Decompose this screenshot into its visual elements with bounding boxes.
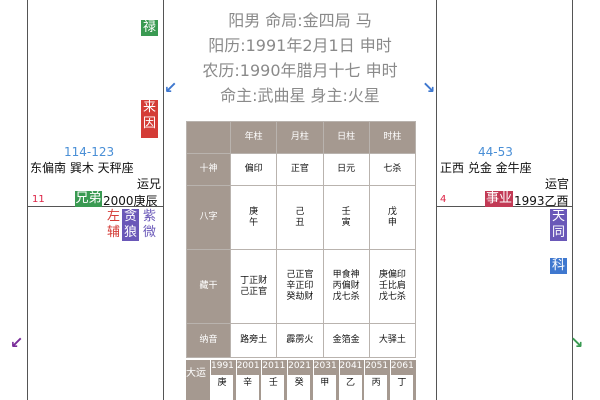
chart-cell: 偏印 — [229, 153, 278, 186]
gender-info: 阳男 命局:金四局 马 — [228, 11, 372, 30]
arrow-right-green-icon: ↘ — [570, 333, 584, 352]
chart-cell: 庚 午 — [229, 185, 278, 250]
right-palace-name: 事业 — [485, 191, 513, 207]
chart-cell: 金箔金 — [322, 323, 370, 358]
ke-tag: 科 — [550, 258, 567, 274]
right-palace-year: 1993乙酉 — [514, 192, 569, 209]
laiyin-tag: 来因 — [141, 100, 158, 138]
ming-zhu: 命主:武曲星 身主:火星 — [220, 86, 380, 105]
decade-label: 大运 — [186, 368, 206, 379]
right-center-border — [436, 0, 437, 400]
chart-cell: 戊 申 — [368, 185, 417, 250]
decade-column[interactable]: 1991 庚 — [210, 360, 234, 400]
left-age-range: 114-123 — [64, 145, 115, 159]
decade-ganzhi: 庚 — [211, 375, 233, 400]
arrow-left-purple-icon: ↙ — [10, 333, 24, 352]
right-palace-stars: 正西 兑金 金牛座 — [440, 161, 532, 175]
chart-cell: 丁正财 己正官 — [229, 249, 278, 324]
chart-cell: 大驿土 — [368, 323, 417, 358]
chart-cell: 七杀 — [368, 153, 417, 186]
decade-ganzhi: 乙 — [339, 375, 362, 400]
chart-cell: 庚偏印 壬比肩 戊七杀 — [368, 249, 417, 324]
birth-info: 阳男 命局:金四局 马 阳历:1991年2月1日 申时 农历:1990年腊月十七… — [180, 8, 420, 108]
chart-cell: 霹雳火 — [276, 323, 324, 358]
arrow-down-right-icon: ↘ — [422, 78, 436, 97]
chart-cell: 己正官 辛正印 癸劫财 — [276, 249, 324, 324]
column-header: 月柱 — [276, 121, 324, 154]
decade-ganzhi: 丁 — [390, 375, 413, 400]
tiantong-star: 天同 — [550, 209, 567, 241]
corner-cell — [186, 121, 231, 154]
right-ganzhi: 乙酉 — [544, 194, 569, 208]
arrow-down-left-icon: ↙ — [164, 78, 178, 97]
decade-year: 2061 — [390, 361, 414, 371]
column-header: 年柱 — [229, 121, 278, 154]
left-palace-index: 11 — [32, 194, 45, 205]
left-ganzhi: 庚辰 — [133, 194, 158, 208]
left-palace-name: 兄弟 — [75, 191, 102, 207]
row-header: 八字 — [186, 185, 231, 250]
column-header: 时柱 — [368, 121, 417, 154]
right-yun-guan: 运官 — [545, 177, 570, 191]
left-center-border — [163, 0, 164, 400]
decade-year: 2031 — [313, 361, 337, 371]
decade-ganzhi: 壬 — [262, 375, 285, 400]
bazi-chart: 年柱 月柱 日柱 时柱 十神 偏印 正官 日元 七杀 八字 庚 午 己 丑 壬 … — [186, 121, 417, 358]
right-palace-index: 4 — [440, 194, 447, 205]
decade-ganzhi: 辛 — [236, 375, 259, 400]
left-border — [27, 0, 28, 400]
decade-column[interactable]: 2021 癸 — [287, 360, 311, 400]
decade-column[interactable]: 2051 丙 — [364, 360, 389, 400]
chart-cell: 日元 — [322, 153, 370, 186]
lu-tag: 禄 — [141, 20, 158, 36]
left-palace-year: 2000庚辰 — [103, 192, 158, 209]
decade-year: 2021 — [288, 361, 311, 371]
chart-cell: 己 丑 — [276, 185, 324, 250]
column-header: 日柱 — [322, 121, 370, 154]
decade-year: 2011 — [262, 361, 286, 371]
decade-ganzhi: 癸 — [288, 375, 311, 400]
decade-column[interactable]: 2041 乙 — [338, 360, 363, 400]
left-palace-stars: 东偏南 巽木 天秤座 — [30, 161, 134, 175]
decade-column[interactable]: 2001 辛 — [235, 360, 260, 400]
row-header: 纳音 — [186, 323, 231, 358]
solar-date: 阳历:1991年2月1日 申时 — [208, 36, 392, 55]
right-age-range: 44-53 — [478, 145, 513, 159]
decade-ganzhi: 甲 — [313, 375, 336, 400]
right-border — [572, 0, 573, 400]
row-header: 藏干 — [186, 249, 231, 324]
left-yun-xiong: 运兄 — [137, 177, 162, 191]
chart-cell: 路旁土 — [229, 323, 278, 358]
ziwei-star: 紫微 — [142, 209, 156, 240]
row-header: 十神 — [186, 153, 231, 186]
decade-year: 2051 — [365, 361, 389, 371]
chart-cell: 甲食神 丙偏财 戊七杀 — [322, 249, 370, 324]
decade-year: 2041 — [339, 361, 363, 371]
tanlang-star: 贪狼 — [122, 209, 139, 241]
decade-year: 2001 — [236, 361, 260, 371]
lunar-date: 农历:1990年腊月十七 申时 — [202, 61, 398, 80]
zuofu-star: 左辅 — [106, 209, 120, 240]
decade-column[interactable]: 2031 甲 — [312, 360, 337, 400]
chart-cell: 壬 寅 — [322, 185, 370, 250]
decade-column[interactable]: 2061 丁 — [389, 360, 414, 400]
decade-year: 1991 — [211, 361, 234, 371]
chart-cell: 正官 — [276, 153, 324, 186]
decade-column[interactable]: 2011 壬 — [261, 360, 286, 400]
left-year: 2000 — [103, 194, 134, 208]
decade-ganzhi: 丙 — [365, 375, 388, 400]
right-year: 1993 — [514, 194, 545, 208]
